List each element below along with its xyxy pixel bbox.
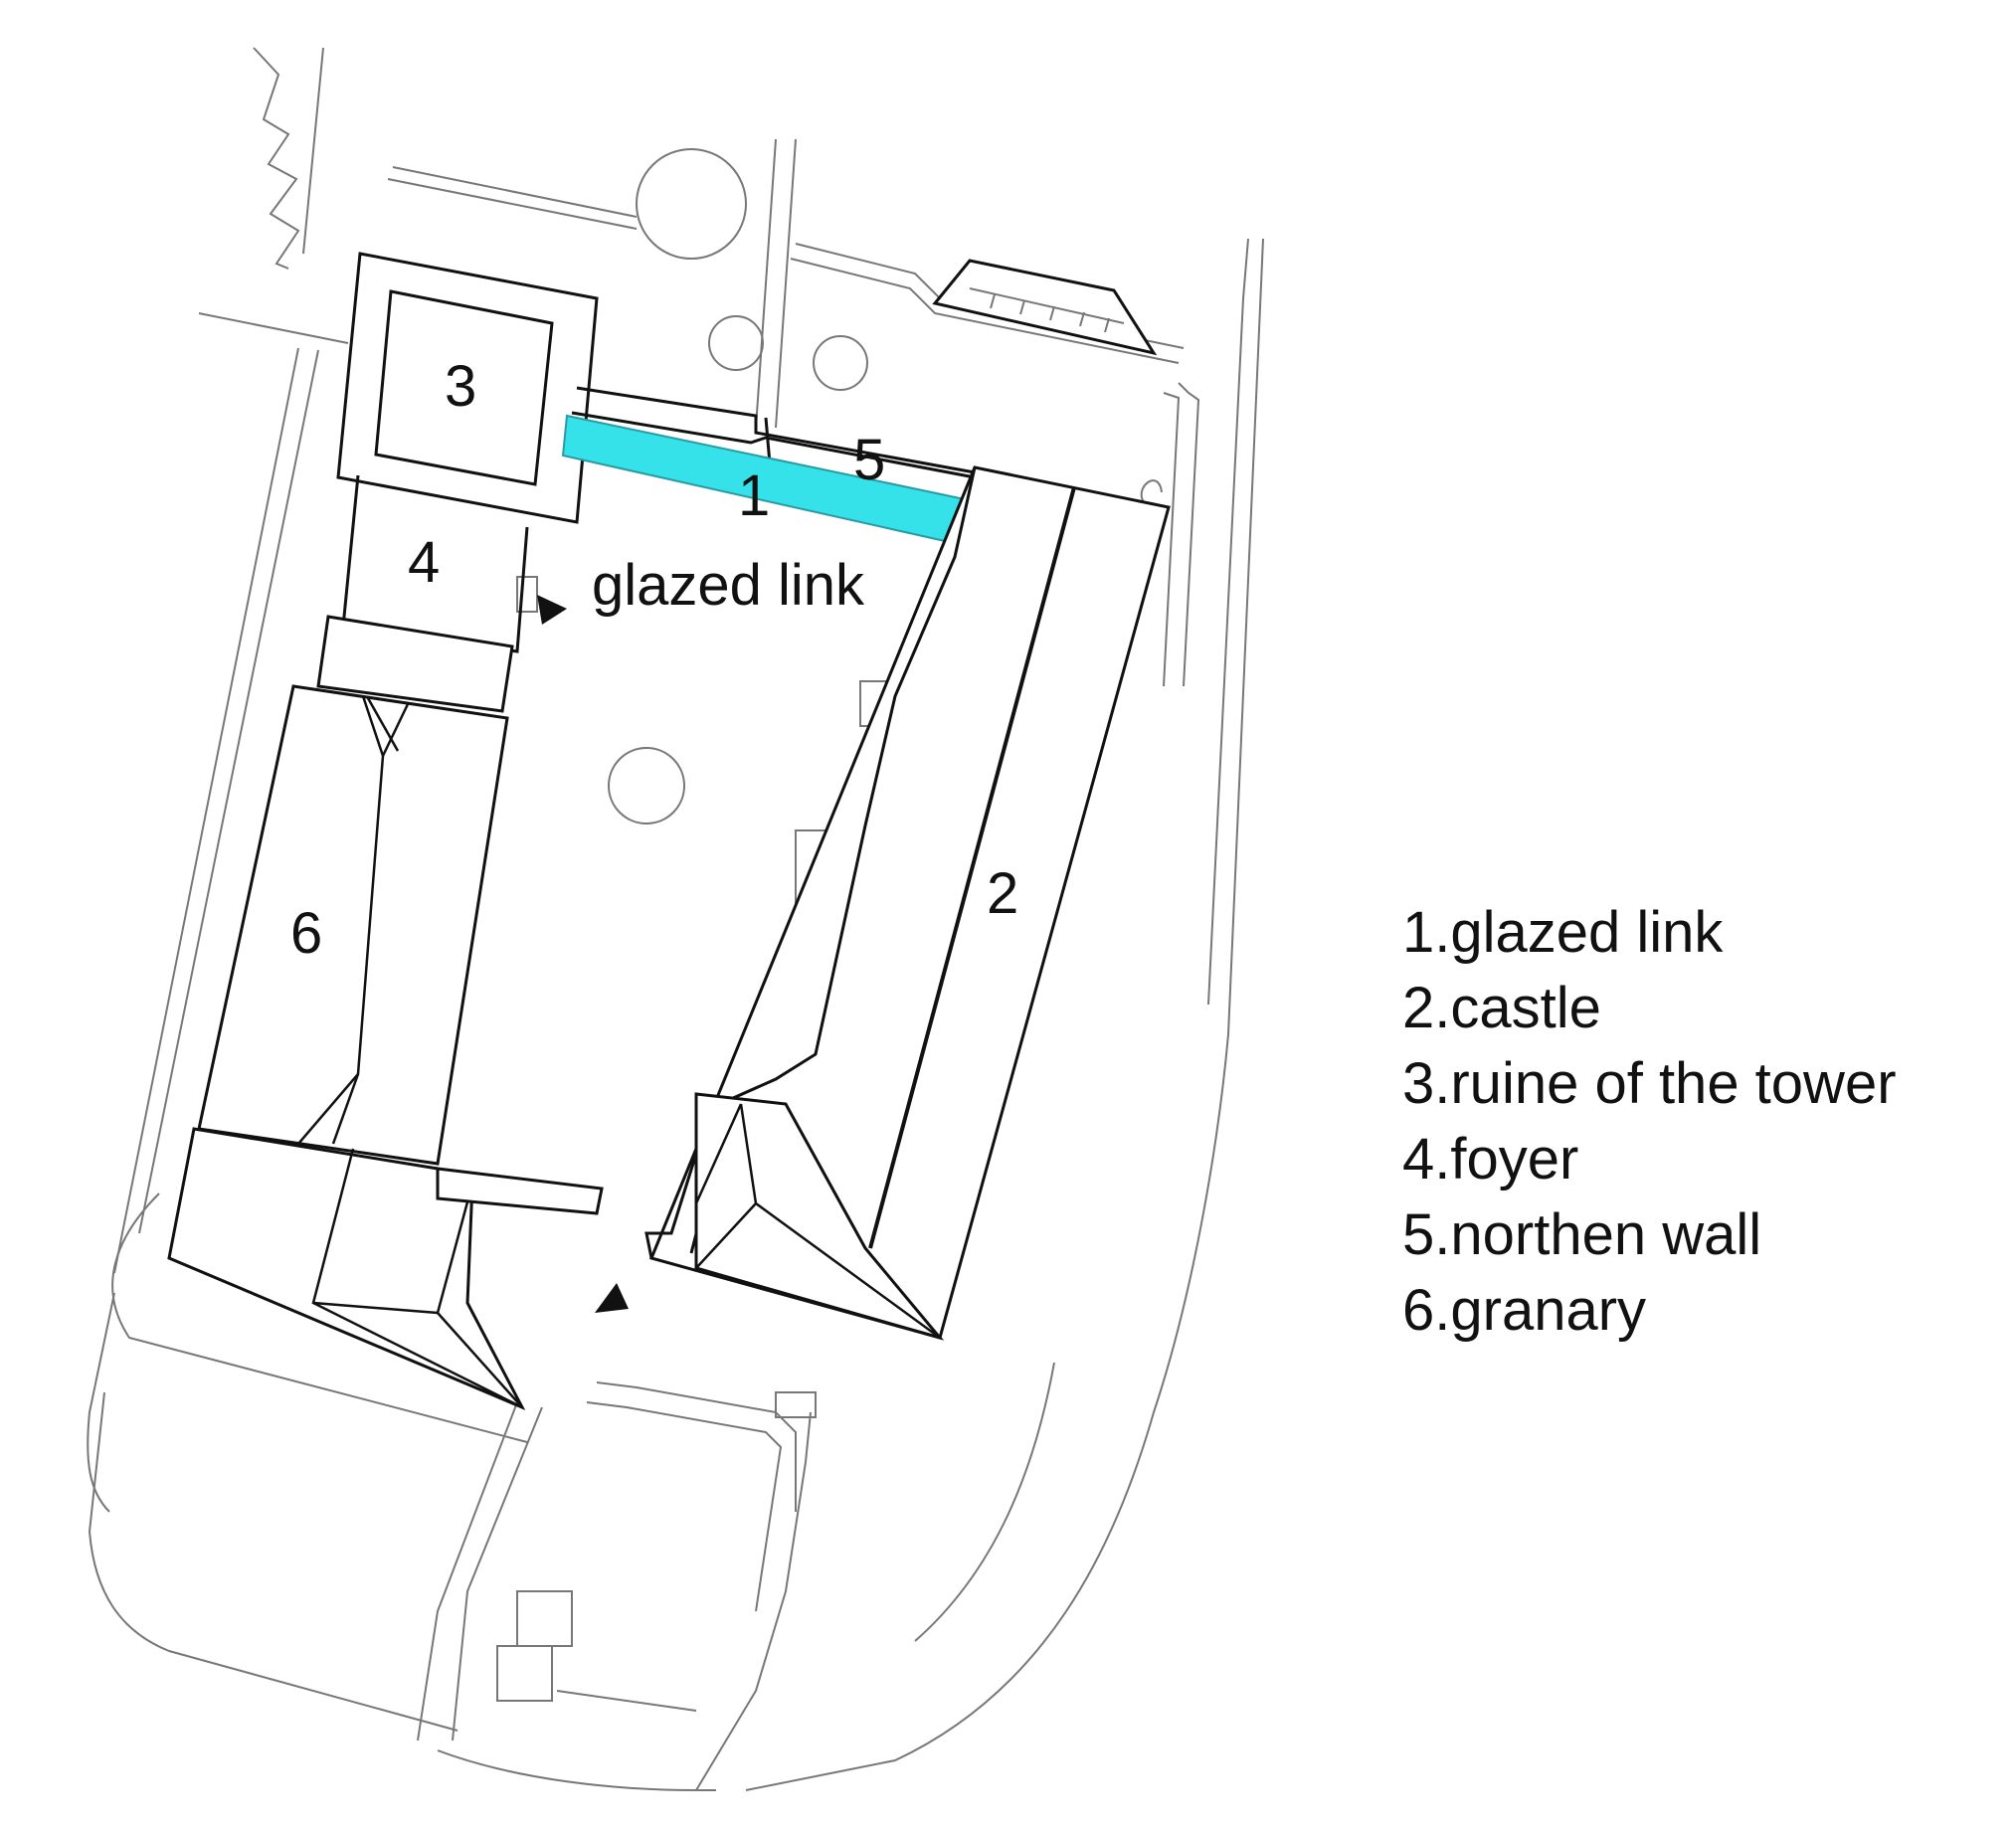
tower-building: [336, 252, 599, 524]
label-granary: 6: [290, 901, 322, 966]
label-link: 1: [738, 463, 770, 528]
label-wall: 5: [853, 428, 885, 492]
legend-item: 6.granary: [1402, 1278, 1647, 1343]
context-lines: [87, 47, 1264, 1791]
label-tower: 3: [445, 354, 476, 419]
foyer-building: [316, 474, 529, 713]
legend-item: 1.glazed link: [1402, 900, 1724, 965]
legend: 1.glazed link 2.castle 3.ruine of the to…: [1402, 895, 1897, 1349]
legend-item: 3.ruine of the tower: [1402, 1051, 1897, 1116]
entrance-arrow-icon: [537, 595, 567, 625]
castle-building: [644, 465, 1171, 1341]
granary-building: [167, 684, 604, 1411]
glazed-link-callout: glazed link: [592, 553, 865, 618]
label-castle: 2: [987, 861, 1018, 926]
entrance-arrow-icon: [595, 1283, 629, 1313]
legend-item: 4.foyer: [1402, 1127, 1579, 1191]
label-foyer: 4: [408, 530, 440, 595]
legend-item: 5.northen wall: [1402, 1202, 1762, 1267]
legend-item: 2.castle: [1402, 976, 1601, 1040]
